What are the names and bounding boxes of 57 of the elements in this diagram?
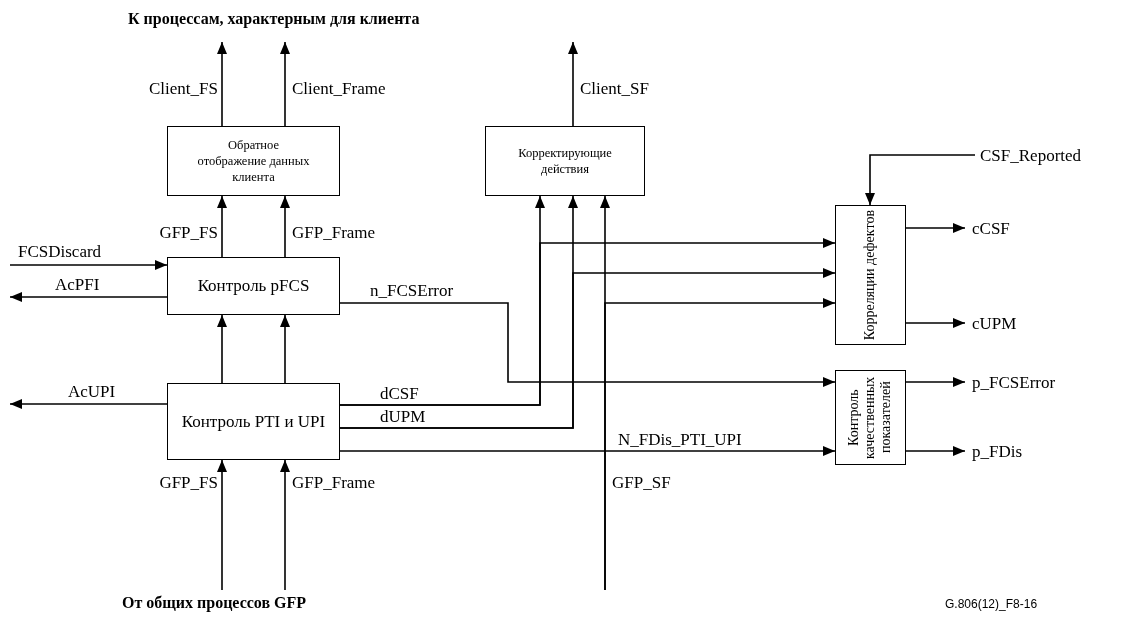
diagram-title: К процессам, характерным для клиента — [128, 10, 420, 28]
box-label: Обратное отображение данных клиента — [196, 136, 311, 186]
signal-label: GFP_Frame — [292, 473, 376, 491]
arrow — [339, 446, 836, 456]
arrow — [339, 268, 836, 429]
arrow — [217, 459, 227, 591]
signal-label: AcUPI — [68, 382, 116, 400]
signal-label: p_FCSError — [972, 373, 1056, 391]
process-box — [167, 383, 340, 460]
signal-label: GFP_FS — [159, 223, 218, 241]
signal-label: Client_SF — [580, 79, 649, 97]
arrow — [9, 260, 168, 270]
signal-label: GFP_Frame — [292, 223, 376, 241]
signal-label: AcPFI — [55, 275, 100, 293]
arrow — [9, 292, 168, 302]
box-label: Корректирующие действия — [517, 144, 613, 178]
arrow — [905, 223, 966, 233]
arrow — [865, 154, 976, 206]
signal-label: CSF_Reported — [980, 146, 1082, 164]
arrow — [280, 314, 290, 384]
signal-label: p_FDis — [972, 442, 1023, 460]
signal-label: n_FCSError — [370, 281, 454, 299]
arrow — [604, 298, 836, 591]
signal-label: cCSF — [972, 219, 1010, 237]
signal-label: dCSF — [380, 384, 419, 402]
arrow — [280, 459, 290, 591]
signal-label: GFP_FS — [159, 473, 218, 491]
process-box — [485, 126, 645, 196]
box-label: Контроль pFCS — [197, 275, 310, 297]
box-label: Корреляции дефектов — [862, 209, 879, 341]
arrow — [280, 41, 290, 127]
arrow — [217, 314, 227, 384]
arrow — [217, 195, 227, 258]
signal-label: GFP_SF — [612, 473, 671, 491]
arrow — [9, 399, 168, 409]
signal-label: Client_Frame — [292, 79, 386, 97]
figure-number: G.806(12)_F8-16 — [945, 597, 1038, 611]
process-box — [167, 257, 340, 315]
box-label: Контроль PTI и UPI — [181, 410, 326, 433]
signal-label: N_FDis_PTI_UPI — [618, 430, 742, 448]
process-box — [167, 126, 340, 196]
arrow — [905, 446, 966, 456]
arrow — [339, 238, 836, 406]
signal-label: Client_FS — [149, 79, 218, 97]
signal-label: dUPM — [380, 407, 426, 425]
diagram-caption: От общих процессов GFP — [122, 594, 307, 612]
box-label: Контроль качественных показателей — [846, 375, 895, 461]
arrow — [905, 377, 966, 387]
arrow — [568, 41, 578, 127]
arrow — [280, 195, 290, 258]
process-box — [835, 370, 906, 465]
signal-label: FCSDiscard — [18, 242, 102, 260]
arrow — [339, 302, 836, 387]
process-box — [835, 205, 906, 345]
arrow — [905, 318, 966, 328]
arrow — [217, 41, 227, 127]
signal-label: cUPM — [972, 314, 1017, 332]
